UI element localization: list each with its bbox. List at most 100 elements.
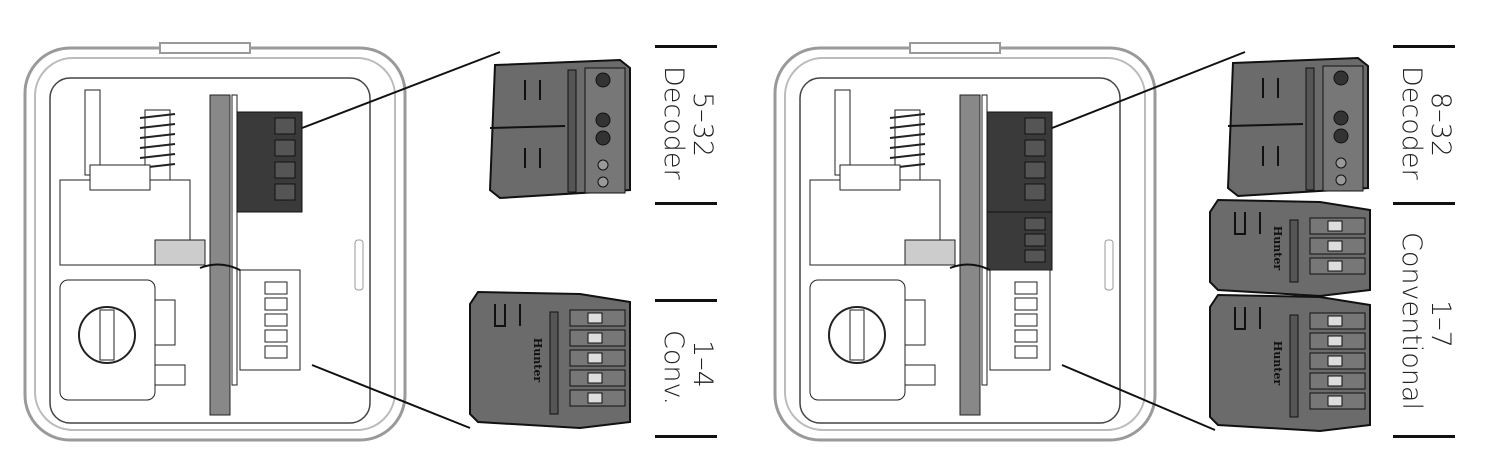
conventional-module: Hunter	[469, 290, 631, 430]
screw-icon	[1327, 355, 1343, 367]
screw-icon	[1335, 157, 1347, 169]
screw-icon	[595, 130, 611, 146]
decoder-type-label: Decoder	[1396, 66, 1427, 180]
side-slot	[1104, 239, 1114, 291]
decoder-terminal	[274, 161, 296, 179]
spring-coil	[139, 123, 176, 129]
base-terminal	[264, 345, 288, 359]
screw-icon	[597, 176, 609, 188]
decoder-module	[488, 58, 631, 200]
spring-coil	[139, 153, 176, 159]
hunter-logo: Hunter	[1271, 226, 1284, 270]
conv-terminal	[1024, 233, 1046, 247]
base-terminal	[264, 329, 288, 343]
spring-coil	[139, 133, 176, 139]
decoder-terminal-block	[584, 67, 626, 194]
transformer-top	[839, 164, 901, 191]
screw-icon	[587, 332, 603, 344]
top-tab	[909, 42, 1001, 54]
latch	[494, 304, 521, 327]
screw-icon	[1327, 375, 1343, 387]
base-terminal	[264, 313, 288, 327]
dial-knob	[99, 309, 115, 361]
decoder-type-label: Decoder	[658, 66, 689, 180]
housing-inner	[799, 77, 1121, 424]
divider	[1393, 202, 1455, 205]
screw-icon	[597, 159, 609, 171]
screw-icon	[1327, 395, 1343, 407]
decoder-terminal	[1024, 139, 1046, 157]
screw-icon	[587, 312, 603, 324]
decoder-seam	[1227, 123, 1304, 127]
conv-rail	[1289, 314, 1299, 418]
bottom-terminal	[904, 364, 936, 386]
spring-coil	[889, 113, 926, 119]
ribbon-connector	[834, 89, 851, 176]
decoder-terminal	[1024, 161, 1046, 179]
small-terminal	[904, 299, 926, 346]
conv-rail	[1289, 219, 1299, 283]
decoder-terminal-block	[1322, 65, 1364, 192]
divider	[1393, 435, 1455, 438]
decoder-terminal	[274, 139, 296, 157]
small-terminal	[154, 299, 176, 346]
latch	[1262, 78, 1279, 166]
conventional-range-label: 1–7	[1425, 300, 1456, 348]
hunter-logo: Hunter	[1271, 341, 1284, 385]
decoder-range-label: 5–32	[687, 92, 718, 158]
spring-coil	[889, 153, 926, 159]
conventional-module: Hunter	[1209, 198, 1371, 298]
callout-line	[1061, 364, 1216, 431]
decoder-terminal	[274, 183, 296, 201]
screw-icon	[1333, 128, 1349, 144]
screw-icon	[595, 112, 611, 128]
conventional-module: Hunter	[1209, 293, 1371, 433]
callout-line	[1051, 51, 1246, 129]
housing-rim	[34, 57, 396, 431]
base-terminal	[1014, 329, 1038, 343]
screw-icon	[587, 352, 603, 364]
screw-icon	[1327, 220, 1343, 232]
ribbon-connector	[84, 89, 101, 176]
conventional-type-label: Conv.	[658, 330, 689, 405]
decoder-rail	[567, 69, 577, 193]
transformer-top	[89, 164, 151, 191]
screw-icon	[1333, 110, 1349, 126]
conv-terminal	[1024, 217, 1046, 231]
side-slot	[354, 239, 364, 291]
decoder-range-label: 8–32	[1425, 92, 1456, 158]
controller-housing	[773, 42, 1157, 442]
screw-icon	[587, 372, 603, 384]
screw-icon	[1327, 335, 1343, 347]
screw-icon	[1327, 260, 1343, 272]
controller-housing	[23, 42, 407, 442]
callout-line	[301, 51, 501, 129]
base-terminal	[1014, 345, 1038, 359]
backplane-rail	[209, 94, 231, 416]
screw-icon	[1335, 174, 1347, 186]
screw-icon	[595, 72, 611, 88]
spring-coil	[889, 123, 926, 129]
spring-coil	[889, 143, 926, 149]
decoder-seam	[489, 125, 566, 129]
divider	[655, 299, 717, 302]
rail-edge	[231, 94, 238, 386]
housing-rim	[784, 57, 1146, 431]
dial-knob	[849, 309, 865, 361]
latch	[524, 80, 541, 168]
decoder-terminal	[1024, 183, 1046, 201]
rail-edge	[981, 94, 988, 386]
spring-coil	[889, 133, 926, 139]
base-terminal	[1014, 297, 1038, 311]
housing-inner	[49, 77, 371, 424]
conventional-type-label: Conventional	[1396, 232, 1427, 410]
decoder-terminal	[274, 117, 296, 135]
conventional-range-label: 1–4	[687, 340, 718, 388]
backplane-rail	[959, 94, 981, 416]
base-terminal	[264, 297, 288, 311]
top-tab	[159, 42, 251, 54]
decoder-terminal	[1024, 117, 1046, 135]
divider	[655, 202, 717, 205]
screw-icon	[1327, 315, 1343, 327]
